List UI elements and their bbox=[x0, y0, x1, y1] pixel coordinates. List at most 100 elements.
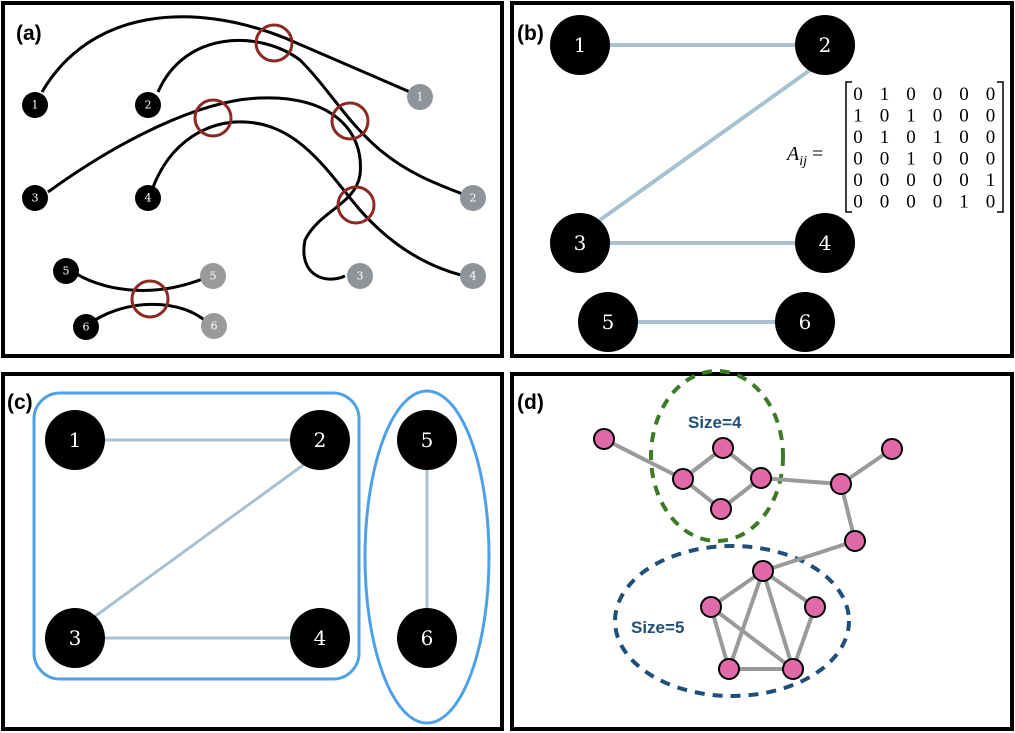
matrix-cell: 0 bbox=[933, 192, 943, 213]
matrix-cell: 1 bbox=[933, 127, 943, 148]
matrix-cell: 0 bbox=[906, 192, 916, 213]
matrix-cell: 0 bbox=[933, 84, 943, 105]
graph-node bbox=[718, 658, 740, 680]
crossing-marker bbox=[254, 23, 294, 63]
node-6-label: 6 bbox=[421, 626, 434, 650]
graph-node bbox=[804, 596, 826, 618]
node-5 bbox=[578, 292, 638, 352]
matrix-bracket-left bbox=[845, 81, 852, 213]
matrix-cell: 0 bbox=[853, 127, 863, 148]
curve-2 bbox=[156, 38, 466, 197]
curve-5 bbox=[69, 268, 206, 292]
edge-2-3 bbox=[89, 458, 311, 622]
panel-c-edges bbox=[75, 438, 429, 640]
node-3-label: 3 bbox=[574, 231, 587, 255]
right-node-4-label: 4 bbox=[470, 270, 477, 283]
curve-6 bbox=[87, 302, 212, 327]
panel-a-crossings bbox=[130, 23, 376, 319]
node-2 bbox=[290, 410, 350, 470]
panel-a-frame bbox=[1, 1, 504, 358]
matrix-cell: 0 bbox=[959, 170, 969, 191]
panel-c-label: (c) bbox=[7, 391, 33, 414]
matrix-cell: 1 bbox=[959, 192, 969, 213]
graph-node bbox=[672, 468, 694, 490]
graph-edge bbox=[762, 539, 856, 573]
matrix-cell: 0 bbox=[880, 192, 890, 213]
matrix-cell: 0 bbox=[986, 192, 996, 213]
panel-d-frame bbox=[510, 372, 1014, 731]
graph-node bbox=[710, 498, 732, 520]
panel-d-label: (d) bbox=[517, 391, 544, 414]
crossing-marker bbox=[130, 279, 170, 319]
graph-edge bbox=[727, 570, 765, 670]
left-node-5 bbox=[53, 258, 79, 284]
graph-node bbox=[881, 438, 903, 460]
right-node-1 bbox=[407, 84, 433, 110]
node-4-label: 4 bbox=[819, 231, 832, 255]
left-node-2 bbox=[135, 92, 161, 118]
node-3 bbox=[45, 608, 105, 668]
matrix-cell: 0 bbox=[853, 149, 863, 170]
matrix-cell: 0 bbox=[959, 127, 969, 148]
left-node-6-label: 6 bbox=[83, 321, 90, 334]
node-5-label: 5 bbox=[602, 310, 615, 334]
right-node-3-label: 3 bbox=[357, 270, 364, 283]
node-2-label: 2 bbox=[819, 33, 832, 57]
matrix-cell: 0 bbox=[853, 170, 863, 191]
graph-node bbox=[844, 530, 866, 552]
node-6-label: 6 bbox=[799, 310, 812, 334]
matrix-cell: 0 bbox=[853, 84, 863, 105]
panel-b-label: (b) bbox=[517, 22, 544, 45]
left-node-3 bbox=[22, 185, 48, 211]
node-2-label: 2 bbox=[314, 428, 327, 452]
matrix-cell: 0 bbox=[986, 149, 996, 170]
right-node-2-label: 2 bbox=[470, 192, 477, 205]
left-node-1 bbox=[22, 92, 48, 118]
matrix-cell: 0 bbox=[959, 149, 969, 170]
node-4-label: 4 bbox=[314, 626, 327, 650]
node-6 bbox=[775, 292, 835, 352]
left-node-4-label: 4 bbox=[145, 192, 152, 205]
node-1 bbox=[550, 15, 610, 75]
left-node-1-label: 1 bbox=[32, 99, 39, 112]
node-5 bbox=[397, 410, 457, 470]
matrix-cell: 1 bbox=[880, 127, 890, 148]
graph-node bbox=[750, 467, 772, 489]
node-5-label: 5 bbox=[421, 428, 434, 452]
graph-node bbox=[830, 473, 852, 495]
node-3-label: 3 bbox=[69, 626, 82, 650]
graph-edge bbox=[761, 570, 795, 670]
node-6 bbox=[397, 608, 457, 668]
graph-node bbox=[782, 658, 804, 680]
matrix-cell: 0 bbox=[906, 84, 916, 105]
panel-c-frame bbox=[1, 372, 504, 731]
crossing-marker bbox=[330, 101, 370, 141]
component-box-2 bbox=[363, 389, 491, 725]
cluster-size-5 bbox=[613, 544, 851, 698]
node-3 bbox=[550, 213, 610, 273]
graph-edge bbox=[709, 605, 795, 671]
node-4 bbox=[795, 213, 855, 273]
panel-a-label: (a) bbox=[16, 22, 42, 45]
curve-4 bbox=[150, 120, 466, 278]
matrix-cell: 0 bbox=[986, 106, 996, 127]
matrix-cell: 0 bbox=[880, 149, 890, 170]
left-node-6 bbox=[73, 314, 99, 340]
edge-2-3 bbox=[598, 68, 812, 222]
crossing-marker bbox=[193, 98, 233, 138]
right-node-4 bbox=[460, 263, 486, 289]
matrix-cell: 0 bbox=[933, 106, 943, 127]
graph-edge bbox=[760, 476, 842, 486]
matrix-cell: 0 bbox=[986, 84, 996, 105]
matrix-cell: 1 bbox=[986, 170, 996, 191]
cluster-label-5: Size=5 bbox=[631, 618, 684, 637]
matrix-cell: 1 bbox=[853, 106, 863, 127]
left-node-3-label: 3 bbox=[32, 192, 39, 205]
cluster-size-4 bbox=[649, 369, 785, 543]
panel-d-graph bbox=[593, 428, 903, 680]
matrix-cell: 1 bbox=[906, 106, 916, 127]
curve-3 bbox=[47, 96, 362, 281]
graph-edge bbox=[603, 437, 684, 481]
matrix-cell: 1 bbox=[906, 149, 916, 170]
